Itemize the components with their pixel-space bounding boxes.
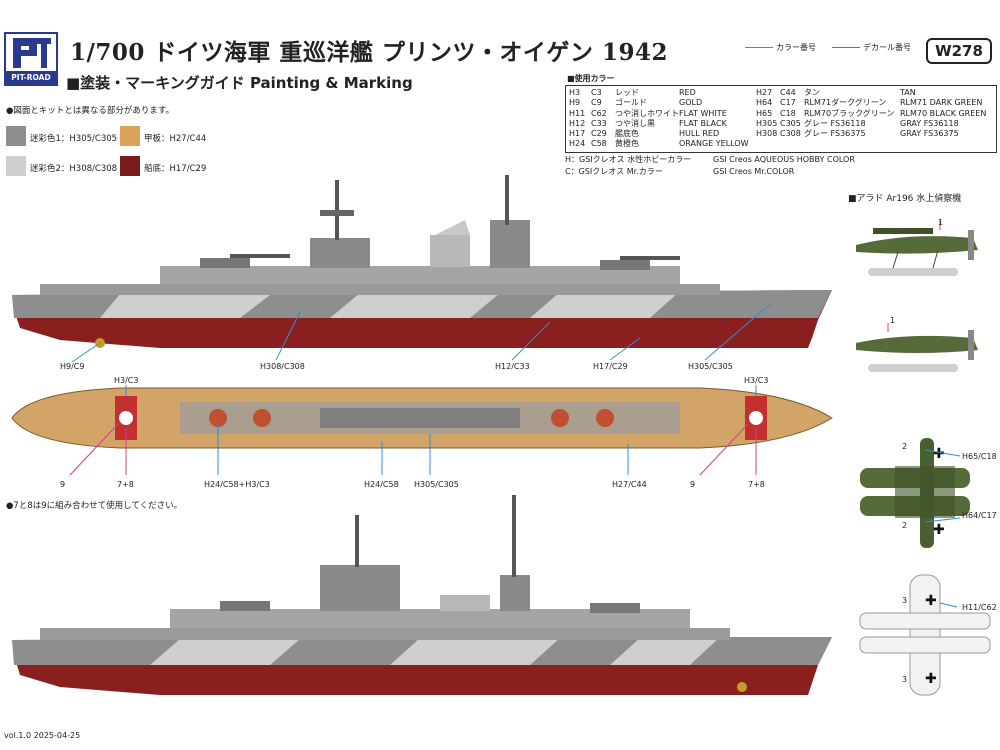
arado-color-label: H11/C62 (962, 603, 997, 612)
swatch-deck (120, 126, 140, 146)
callout-label: H24/C58 (364, 480, 399, 489)
arado-color-label: H65/C18 (962, 452, 997, 461)
product-code-badge: W278 (926, 38, 992, 64)
ship-top-view (11, 385, 833, 476)
arado-decal-label: 3 (902, 596, 908, 605)
swatch-camo1 (6, 126, 26, 146)
swatch-camo2-label: 迷彩色2：H308/C308 (30, 164, 118, 174)
arado-decal-label: 3 (902, 675, 908, 684)
callout-label: H24/C58+H3/C3 (204, 480, 270, 489)
swatch-deck-label: 甲板：H27/C44 (144, 134, 207, 144)
arado-decal-label: 2 (902, 442, 908, 451)
arado-decal-label: 2 (902, 521, 908, 530)
callout-label: 9 (690, 480, 696, 489)
ship-side-view-upper (12, 175, 832, 363)
logo-text: PIT-ROAD (11, 73, 51, 82)
swatch-camo2 (6, 156, 26, 176)
svg-text:✚: ✚ (925, 671, 937, 687)
arado-side-view-2 (856, 323, 978, 372)
logo-graphic (4, 32, 58, 86)
callout-label: H3/C3 (114, 376, 139, 385)
svg-text:✚: ✚ (933, 522, 945, 538)
callout-label: H308/C308 (260, 362, 305, 371)
pit-road-logo: PIT-ROAD (4, 32, 58, 86)
arado-top-view: ✚ ✚ (860, 438, 970, 548)
callout-label: 7+8 (748, 480, 765, 489)
swatch-hull-bottom-label: 船底：H17/C29 (144, 164, 207, 174)
callout-label: H3/C3 (744, 376, 769, 385)
arado-side-view-1 (856, 220, 978, 276)
decal-number-legend: デカール番号 (863, 43, 911, 52)
callout-label: H9/C9 (60, 362, 85, 371)
callout-label: H27/C44 (612, 480, 647, 489)
svg-text:✚: ✚ (925, 593, 937, 609)
page-title: 1/700 ドイツ海軍 重巡洋艦 プリンツ・オイゲン 1942 (70, 39, 668, 66)
swatch-camo1-label: 迷彩色1：H305/C305 (30, 134, 118, 144)
swatch-hull-bottom (120, 156, 140, 176)
decal-number-legend-line (832, 47, 860, 48)
arado-decal-label: 1 (890, 316, 896, 325)
color-number-legend-line (745, 47, 773, 48)
notice-combine: ●7と8は9に組み合わせて使用してください。 (6, 501, 183, 511)
callout-label: H305/C305 (688, 362, 733, 371)
callout-label: H12/C33 (495, 362, 530, 371)
arado-decal-label: 1 (938, 218, 944, 227)
page-subtitle: ■塗装・マーキングガイド Painting & Marking (66, 74, 413, 92)
callout-label: 7+8 (117, 480, 134, 489)
arado-bottom-view: ✚ ✚ (859, 574, 991, 696)
color-table-heading: ■使用カラー (567, 74, 615, 83)
ship-side-view-lower (12, 495, 832, 695)
svg-text:✚: ✚ (933, 446, 945, 462)
notice-differs: ●図面とキットとは異なる部分があります。 (6, 106, 175, 116)
version-label: vol.1.0 2025-04-25 (4, 731, 81, 740)
color-number-legend: カラー番号 (776, 43, 816, 52)
propeller-icon (737, 682, 747, 692)
callout-label: H17/C29 (593, 362, 628, 371)
arado-heading: ■アラド Ar196 水上偵察機 (848, 194, 962, 204)
callout-label: 9 (60, 480, 66, 489)
callout-label: H305/C305 (414, 480, 459, 489)
arado-color-label: H64/C17 (962, 511, 997, 520)
